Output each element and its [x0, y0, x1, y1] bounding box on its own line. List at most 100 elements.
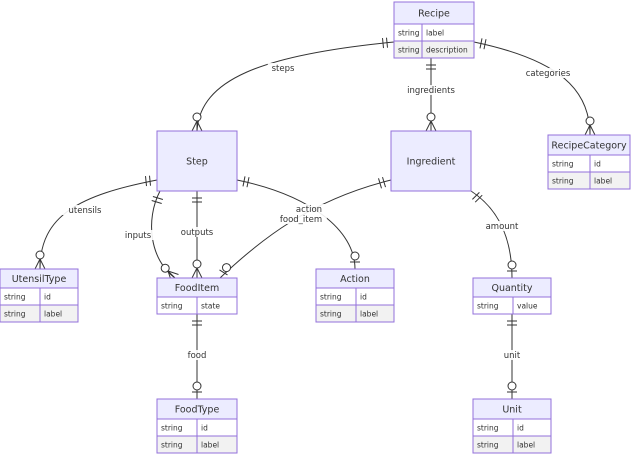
attribute-name: description: [426, 46, 468, 55]
relationship-label-utensils: utensils: [69, 206, 102, 216]
attribute-type: string: [161, 441, 183, 450]
one-marker: [479, 38, 487, 50]
relationship-label-unit: unit: [504, 351, 521, 361]
entity-step[interactable]: Step: [156, 130, 238, 192]
zero-one-marker: [507, 260, 517, 272]
relationship-amount: [470, 190, 513, 279]
attribute-row: [547, 171, 631, 190]
one-marker: [151, 196, 164, 204]
attribute-row: [393, 40, 475, 59]
attribute-name: label: [44, 310, 62, 319]
entity-title: Recipe: [418, 9, 450, 20]
attribute-type: string: [477, 424, 499, 433]
relationship-label-bg: [176, 227, 218, 237]
attribute-name: label: [594, 177, 612, 186]
many-marker: [584, 116, 596, 136]
zero-one-marker: [507, 381, 517, 393]
relationship-categories: [473, 41, 591, 136]
relationship-label-action: action: [296, 205, 322, 215]
relationship-label-bg: [399, 85, 463, 95]
entity-recipe-category[interactable]: RecipeCategory string id string label: [547, 134, 631, 190]
relationship-label-food: food: [188, 351, 207, 361]
entity-title: RecipeCategory: [551, 141, 627, 152]
entity-title: UtensilType: [12, 274, 67, 285]
attribute-type: string: [161, 302, 183, 311]
relationship-label-amount: amount: [486, 222, 519, 232]
many-marker: [191, 259, 203, 279]
relationship-label-bg: [484, 221, 520, 231]
zero-one-marker: [350, 251, 360, 263]
attribute-type: string: [552, 177, 574, 186]
attribute-type: string: [477, 441, 499, 450]
attribute-type: string: [320, 310, 342, 319]
attribute-name: label: [517, 441, 535, 450]
entity-quantity[interactable]: Quantity string value: [472, 277, 552, 315]
attribute-row: [472, 435, 552, 454]
attribute-type: string: [320, 293, 342, 302]
relationship-label-bg: [519, 68, 577, 78]
zero-one-marker: [192, 381, 202, 393]
entity-utensil-type[interactable]: UtensilType string id string label: [0, 268, 79, 323]
attribute-name: id: [44, 293, 51, 302]
relationship-steps: [196, 41, 395, 132]
attribute-type: string: [477, 302, 499, 311]
attribute-row: [472, 296, 552, 315]
attribute-name: label: [426, 29, 444, 38]
relationship-label-categories: categories: [526, 69, 571, 79]
entity-ingredient[interactable]: Ingredient: [390, 130, 472, 192]
entity-title: Quantity: [491, 283, 532, 294]
relationship-label-bg: [184, 350, 210, 360]
attribute-type: string: [4, 310, 26, 319]
many-marker: [191, 112, 203, 132]
one-marker: [382, 37, 388, 49]
one-marker: [242, 176, 250, 188]
attribute-name: label: [201, 441, 219, 450]
attribute-name: value: [517, 302, 538, 311]
attribute-name: id: [360, 293, 367, 302]
one-marker: [192, 197, 202, 203]
relationships-layer: [34, 37, 596, 399]
attribute-type: string: [552, 160, 574, 169]
attribute-name: id: [517, 424, 524, 433]
entity-food-type[interactable]: FoodType string id string label: [156, 398, 238, 454]
one-marker: [507, 320, 517, 326]
relationship-label-bg: [267, 63, 299, 73]
one-marker: [192, 320, 202, 326]
entity-title: Unit: [502, 405, 522, 416]
entity-header: [390, 130, 472, 192]
attribute-row: [0, 304, 79, 323]
one-marker: [145, 175, 151, 187]
relationship-label-steps: steps: [272, 64, 295, 74]
relationship-label-bg: [120, 230, 156, 240]
entity-title: Action: [340, 274, 370, 285]
relationship-label-bg: [499, 350, 525, 360]
relationship-utensils: [39, 179, 158, 270]
one-marker: [472, 192, 483, 203]
entity-header: [156, 130, 238, 192]
relationship-label-bg: [275, 214, 327, 224]
relationship-label-outputs: outputs: [181, 228, 214, 238]
attribute-type: string: [161, 424, 183, 433]
zero-one-marker: [219, 263, 231, 276]
attribute-type: string: [4, 293, 26, 302]
relationship-label-food-item: food_item: [280, 215, 322, 225]
one-marker: [378, 176, 386, 189]
attribute-name: id: [594, 160, 601, 169]
attribute-name: id: [201, 424, 208, 433]
many-marker: [425, 112, 437, 132]
relationship-label-bg: [291, 204, 327, 214]
attribute-type: string: [398, 29, 420, 38]
entity-food-item[interactable]: FoodItem string state: [156, 277, 238, 315]
entity-title: FoodType: [175, 405, 220, 416]
one-marker: [426, 64, 436, 70]
entity-title: Step: [186, 157, 208, 168]
attribute-name: state: [201, 302, 220, 311]
entity-title: FoodItem: [175, 283, 219, 294]
entity-title: Ingredient: [407, 157, 456, 168]
relationship-food-item: [219, 179, 392, 279]
relationship-label-ingredients: ingredients: [407, 86, 455, 96]
